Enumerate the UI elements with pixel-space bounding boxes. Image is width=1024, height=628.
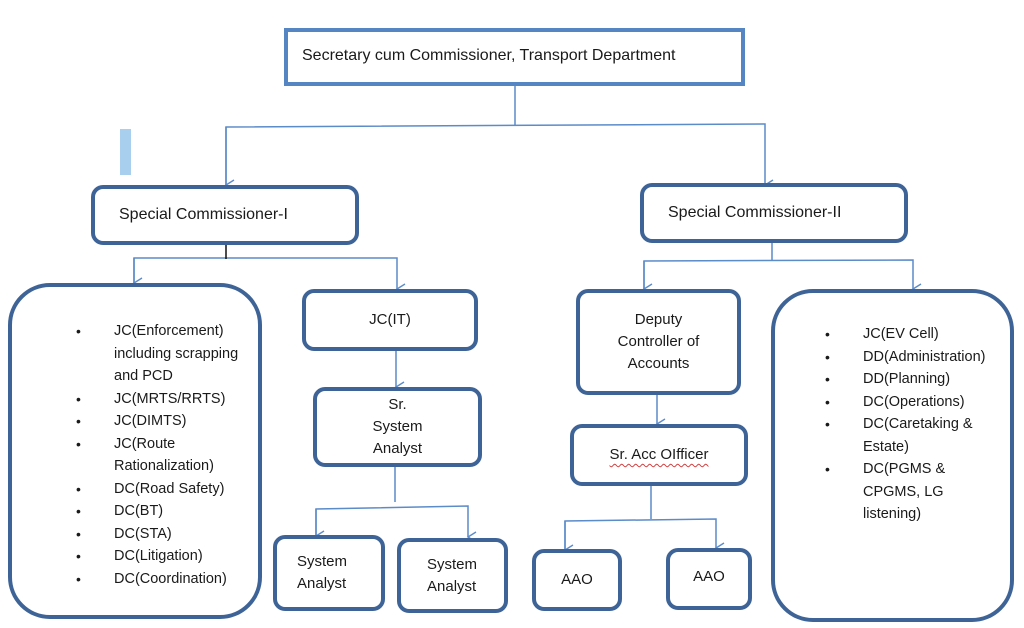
node-label: JC(IT) [369, 311, 411, 328]
node-sr-acc-officer: Sr. Acc OIfficer [570, 424, 748, 486]
connector-ssa-bus [315, 505, 477, 543]
bullet-icon: • [76, 525, 81, 542]
node-aao-1: AAO [532, 549, 622, 611]
node-sc2-officers-list: •JC(EV Cell) •DD(Administration) •DD(Pla… [771, 289, 1014, 622]
bullet-icon: • [825, 371, 830, 387]
bullet-icon: • [76, 413, 81, 429]
node-deputy-controller-accounts: Deputy Controller of Accounts [576, 289, 741, 395]
sc1-officers-list: •JC(Enforcement) including scrapping and… [72, 320, 244, 590]
node-label: System Analyst [427, 555, 478, 595]
bullet-icon: • [825, 416, 830, 432]
list-item: •DC(Caretaking & Estate) [821, 413, 983, 458]
list-item: •DC(Coordination) [72, 568, 244, 591]
bullet-icon: • [76, 435, 81, 452]
node-label: AAO [561, 571, 593, 588]
node-system-analyst-2: System Analyst [397, 538, 508, 613]
node-sc1-officers-list: •JC(Enforcement) including scrapping and… [8, 283, 262, 619]
node-aao-2: AAO [666, 548, 752, 610]
sc2-officers-list: •JC(EV Cell) •DD(Administration) •DD(Pla… [821, 323, 985, 526]
bullet-icon: • [825, 461, 830, 477]
bullet-icon: • [76, 480, 81, 497]
node-special-commissioner-1: Special Commissioner-I [91, 185, 359, 245]
list-item: •DD(Administration) [821, 346, 985, 369]
bullet-icon: • [76, 323, 81, 339]
accent-bar [120, 129, 131, 175]
node-label: Secretary cum Commissioner, Transport De… [302, 47, 676, 64]
node-label: Deputy Controller of Accounts [617, 311, 700, 372]
node-jc-it: JC(IT) [302, 289, 478, 351]
list-item: •JC(DIMTS) [72, 410, 244, 433]
node-label: AAO [693, 568, 725, 585]
list-item: •DC(PGMS & CPGMS, LG listening) [821, 458, 973, 526]
bullet-icon: • [76, 390, 81, 407]
bullet-icon: • [76, 503, 81, 519]
list-item: •DC(STA) [72, 523, 244, 546]
list-item: •JC(MRTS/RRTS) [72, 388, 244, 411]
bullet-icon: • [76, 570, 81, 587]
list-item: •DC(Road Safety) [72, 478, 244, 501]
bullet-icon: • [825, 348, 830, 365]
node-label: Sr. System Analyst [372, 396, 423, 457]
node-label: Special Commissioner-II [668, 204, 842, 221]
list-item: •JC(Route Rationalization) [72, 433, 244, 478]
node-label: Sr. Acc OIfficer [609, 446, 709, 463]
node-label: Special Commissioner-I [119, 206, 288, 223]
list-item: •DD(Planning) [821, 368, 985, 391]
node-secretary-commissioner: Secretary cum Commissioner, Transport De… [284, 28, 745, 86]
list-item: •JC(EV Cell) [821, 323, 985, 346]
bullet-icon: • [76, 548, 81, 564]
connector-sao-bus [564, 518, 725, 554]
connector-root-bus [225, 123, 774, 191]
node-sr-system-analyst: Sr. System Analyst [313, 387, 482, 467]
list-item: •DC(Operations) [821, 391, 985, 414]
bullet-icon: • [825, 326, 830, 342]
list-item: •DC(BT) [72, 500, 244, 523]
list-item: •JC(Enforcement) including scrapping and… [72, 320, 244, 388]
node-special-commissioner-2: Special Commissioner-II [640, 183, 908, 243]
list-item: •DC(Litigation) [72, 545, 244, 568]
node-label: System Analyst [297, 553, 348, 592]
node-system-analyst-1: System Analyst [273, 535, 385, 611]
connector-sc2-bus [643, 259, 922, 295]
bullet-icon: • [825, 393, 830, 410]
